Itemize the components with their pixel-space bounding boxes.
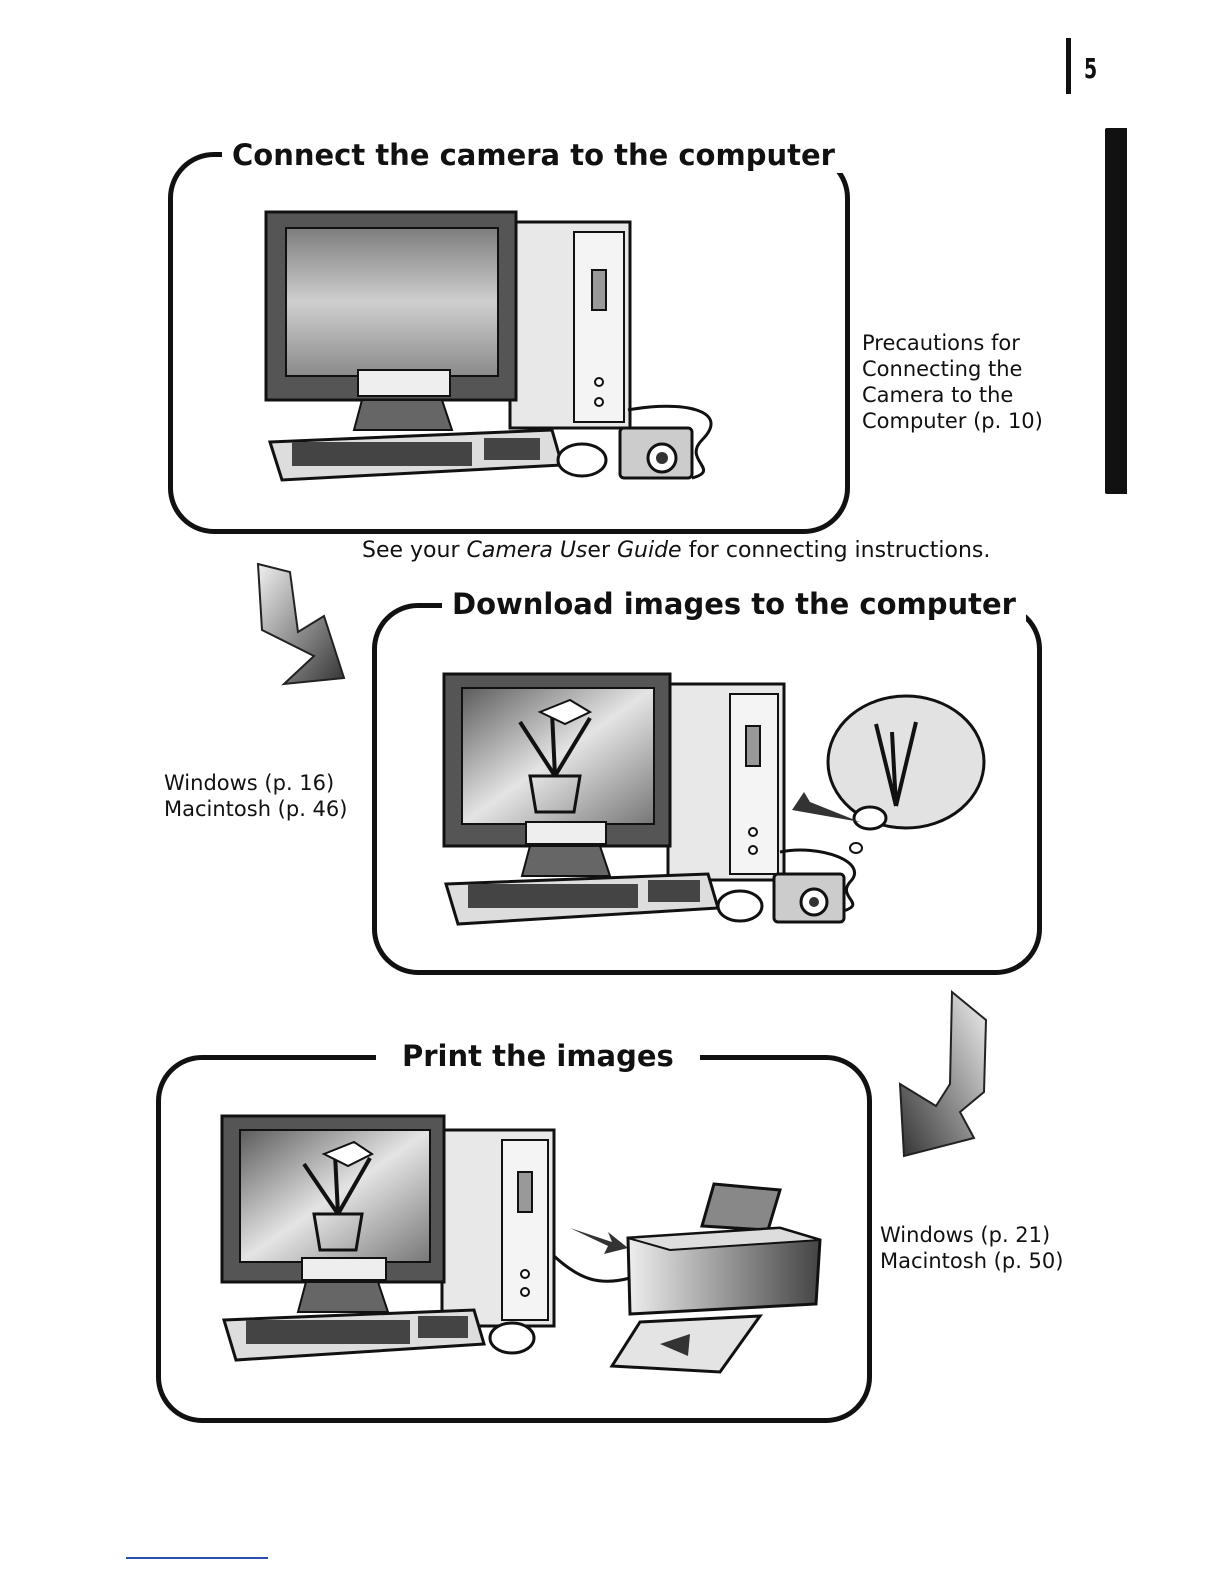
instructions-middle: er <box>587 538 610 563</box>
instructions-italic-a: Camera Us <box>467 538 588 563</box>
download-side-note: Windows (p. 16) Macintosh (p. 46) <box>164 770 347 822</box>
chapter-tab-marker <box>1105 128 1127 494</box>
instructions-suffix: for connecting instructions. <box>682 538 991 563</box>
instructions-italic-b: Guide <box>610 538 682 563</box>
page-number-bar <box>1066 38 1071 94</box>
computer-download-illustration <box>440 672 1000 932</box>
computer-camera-illustration <box>262 210 742 490</box>
download-section-title: Download images to the computer <box>442 586 1026 622</box>
computer-printer-illustration <box>220 1110 830 1380</box>
connect-side-note: Precautions for Connecting the Camera to… <box>862 330 1043 434</box>
page-number: 5 <box>1084 52 1097 85</box>
instructions-note: See your Camera User Guide for connectin… <box>362 538 990 563</box>
instructions-prefix: See your <box>362 538 467 563</box>
flow-arrow-down-right <box>244 560 354 690</box>
footer-rule <box>126 1557 268 1559</box>
flow-arrow-down-left <box>896 988 996 1158</box>
connect-section-title: Connect the camera to the computer <box>222 137 845 173</box>
print-side-note: Windows (p. 21) Macintosh (p. 50) <box>880 1222 1063 1274</box>
print-section-title: Print the images <box>376 1038 700 1074</box>
